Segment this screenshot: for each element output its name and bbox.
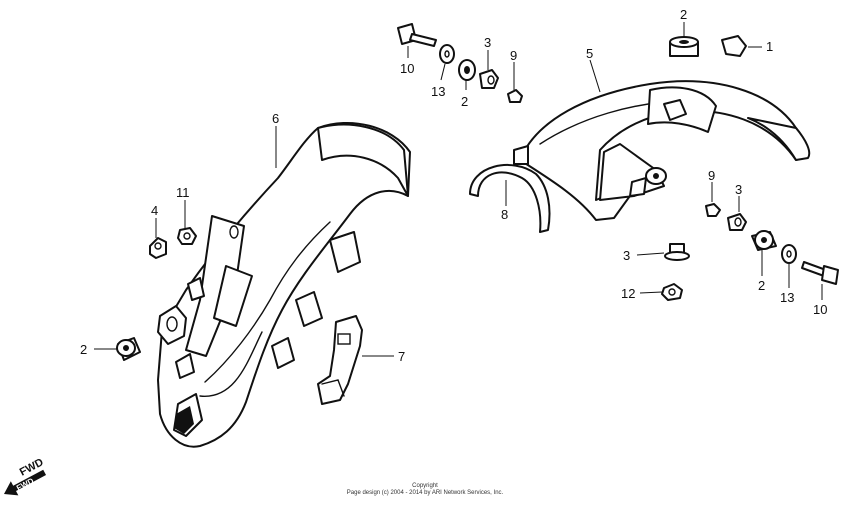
part-8-band: [469, 163, 551, 233]
callout-3-right: 3: [735, 182, 742, 197]
callout-8: 8: [501, 207, 508, 222]
part-5-rear-fender: [513, 80, 811, 221]
callout-7: 7: [398, 349, 405, 364]
callout-10-right: 10: [813, 302, 827, 317]
callout-3-lower: 3: [623, 248, 630, 263]
callout-2-right: 2: [758, 278, 765, 293]
part-13-washer-top: [439, 44, 455, 64]
part-3-collar-right: [727, 213, 747, 231]
part-9-nut-right: [705, 203, 721, 217]
callout-2-left: 2: [80, 342, 87, 357]
callout-3-top: 3: [484, 35, 491, 50]
callout-9-right: 9: [708, 168, 715, 183]
callout-6: 6: [272, 111, 279, 126]
callout-13-right: 13: [780, 290, 794, 305]
part-11-nut: [177, 227, 197, 245]
callout-11: 11: [176, 185, 190, 200]
callout-13-top: 13: [431, 84, 445, 99]
part-13-washer-right: [781, 244, 797, 264]
part-10-bolt-top: [397, 23, 437, 47]
callout-1: 1: [766, 39, 773, 54]
part-2-grommet-right: [751, 230, 777, 251]
part-3-collar-top: [479, 69, 499, 89]
callout-9-top: 9: [510, 48, 517, 63]
callout-4: 4: [151, 203, 158, 218]
callout-2-top: 2: [680, 7, 687, 22]
part-2-grommet-mid: [458, 59, 476, 81]
part-9-nut-top: [507, 89, 523, 103]
part-6-inner-fender: [157, 121, 411, 448]
part-7-bracket: [317, 315, 363, 405]
leader-lines: [94, 22, 823, 357]
footer-copyright: Copyright: [412, 483, 438, 489]
part-2-grommet-left: [116, 337, 141, 361]
part-1-clip: [721, 35, 747, 57]
part-12-nut: [661, 283, 683, 301]
part-3-collar-lower: [664, 243, 690, 261]
footer-page-design: Page design (c) 2004 - 2014 by ARI Netwo…: [346, 490, 504, 496]
callout-5: 5: [586, 46, 593, 61]
part-10-bolt-right: [801, 261, 839, 285]
callout-10-top: 10: [400, 61, 414, 76]
callout-12: 12: [621, 286, 635, 301]
part-4-nut: [149, 237, 167, 259]
callout-2-mid: 2: [461, 94, 468, 109]
part-2-grommet-top: [669, 36, 699, 57]
